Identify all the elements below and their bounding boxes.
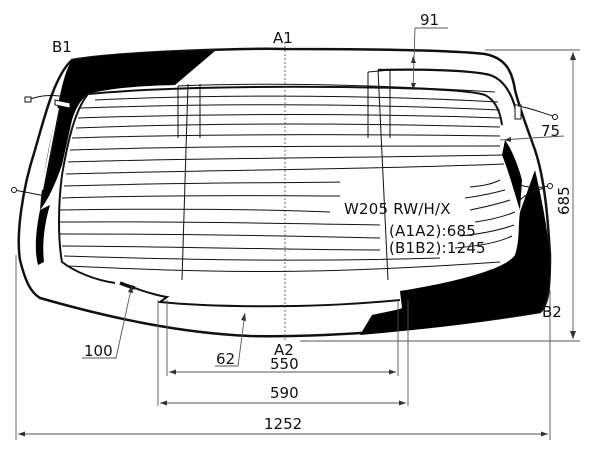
spec-model: W205 RW/H/X	[344, 200, 451, 218]
arrowheads	[18, 52, 576, 437]
frit-top-left	[40, 51, 215, 210]
label-a1: A1	[273, 29, 293, 47]
spec-a1a2: (A1A2):685	[389, 222, 476, 240]
dim-bottom-center-offset: 62	[216, 350, 236, 368]
dim-height: 685	[555, 186, 573, 215]
lower-trim	[134, 287, 401, 308]
frit-right	[502, 140, 522, 210]
glass-outline	[17, 47, 552, 338]
dim-inner-width: 550	[270, 355, 299, 373]
dimension-lines	[15, 27, 580, 440]
bus-bars	[177, 69, 391, 281]
label-b2: B2	[542, 303, 562, 321]
top-trim	[377, 68, 518, 111]
label-b1: B1	[52, 38, 72, 56]
defrost-boundary	[58, 85, 503, 290]
dim-bottom-left-offset: 100	[84, 342, 113, 360]
dim-top-offset: 91	[420, 11, 440, 29]
dim-mid-width: 590	[270, 384, 299, 402]
dim-overall-width: 1252	[264, 415, 303, 433]
spec-b1b2: (B1B2):1245	[389, 239, 486, 257]
frit-bottom-right	[360, 170, 550, 335]
frit-left	[35, 205, 50, 265]
left-connectors	[11, 95, 71, 197]
right-connectors	[514, 104, 558, 201]
dim-side-offset: 75	[541, 122, 561, 140]
label-a2: A2	[274, 341, 294, 359]
heater-grid	[59, 83, 516, 272]
